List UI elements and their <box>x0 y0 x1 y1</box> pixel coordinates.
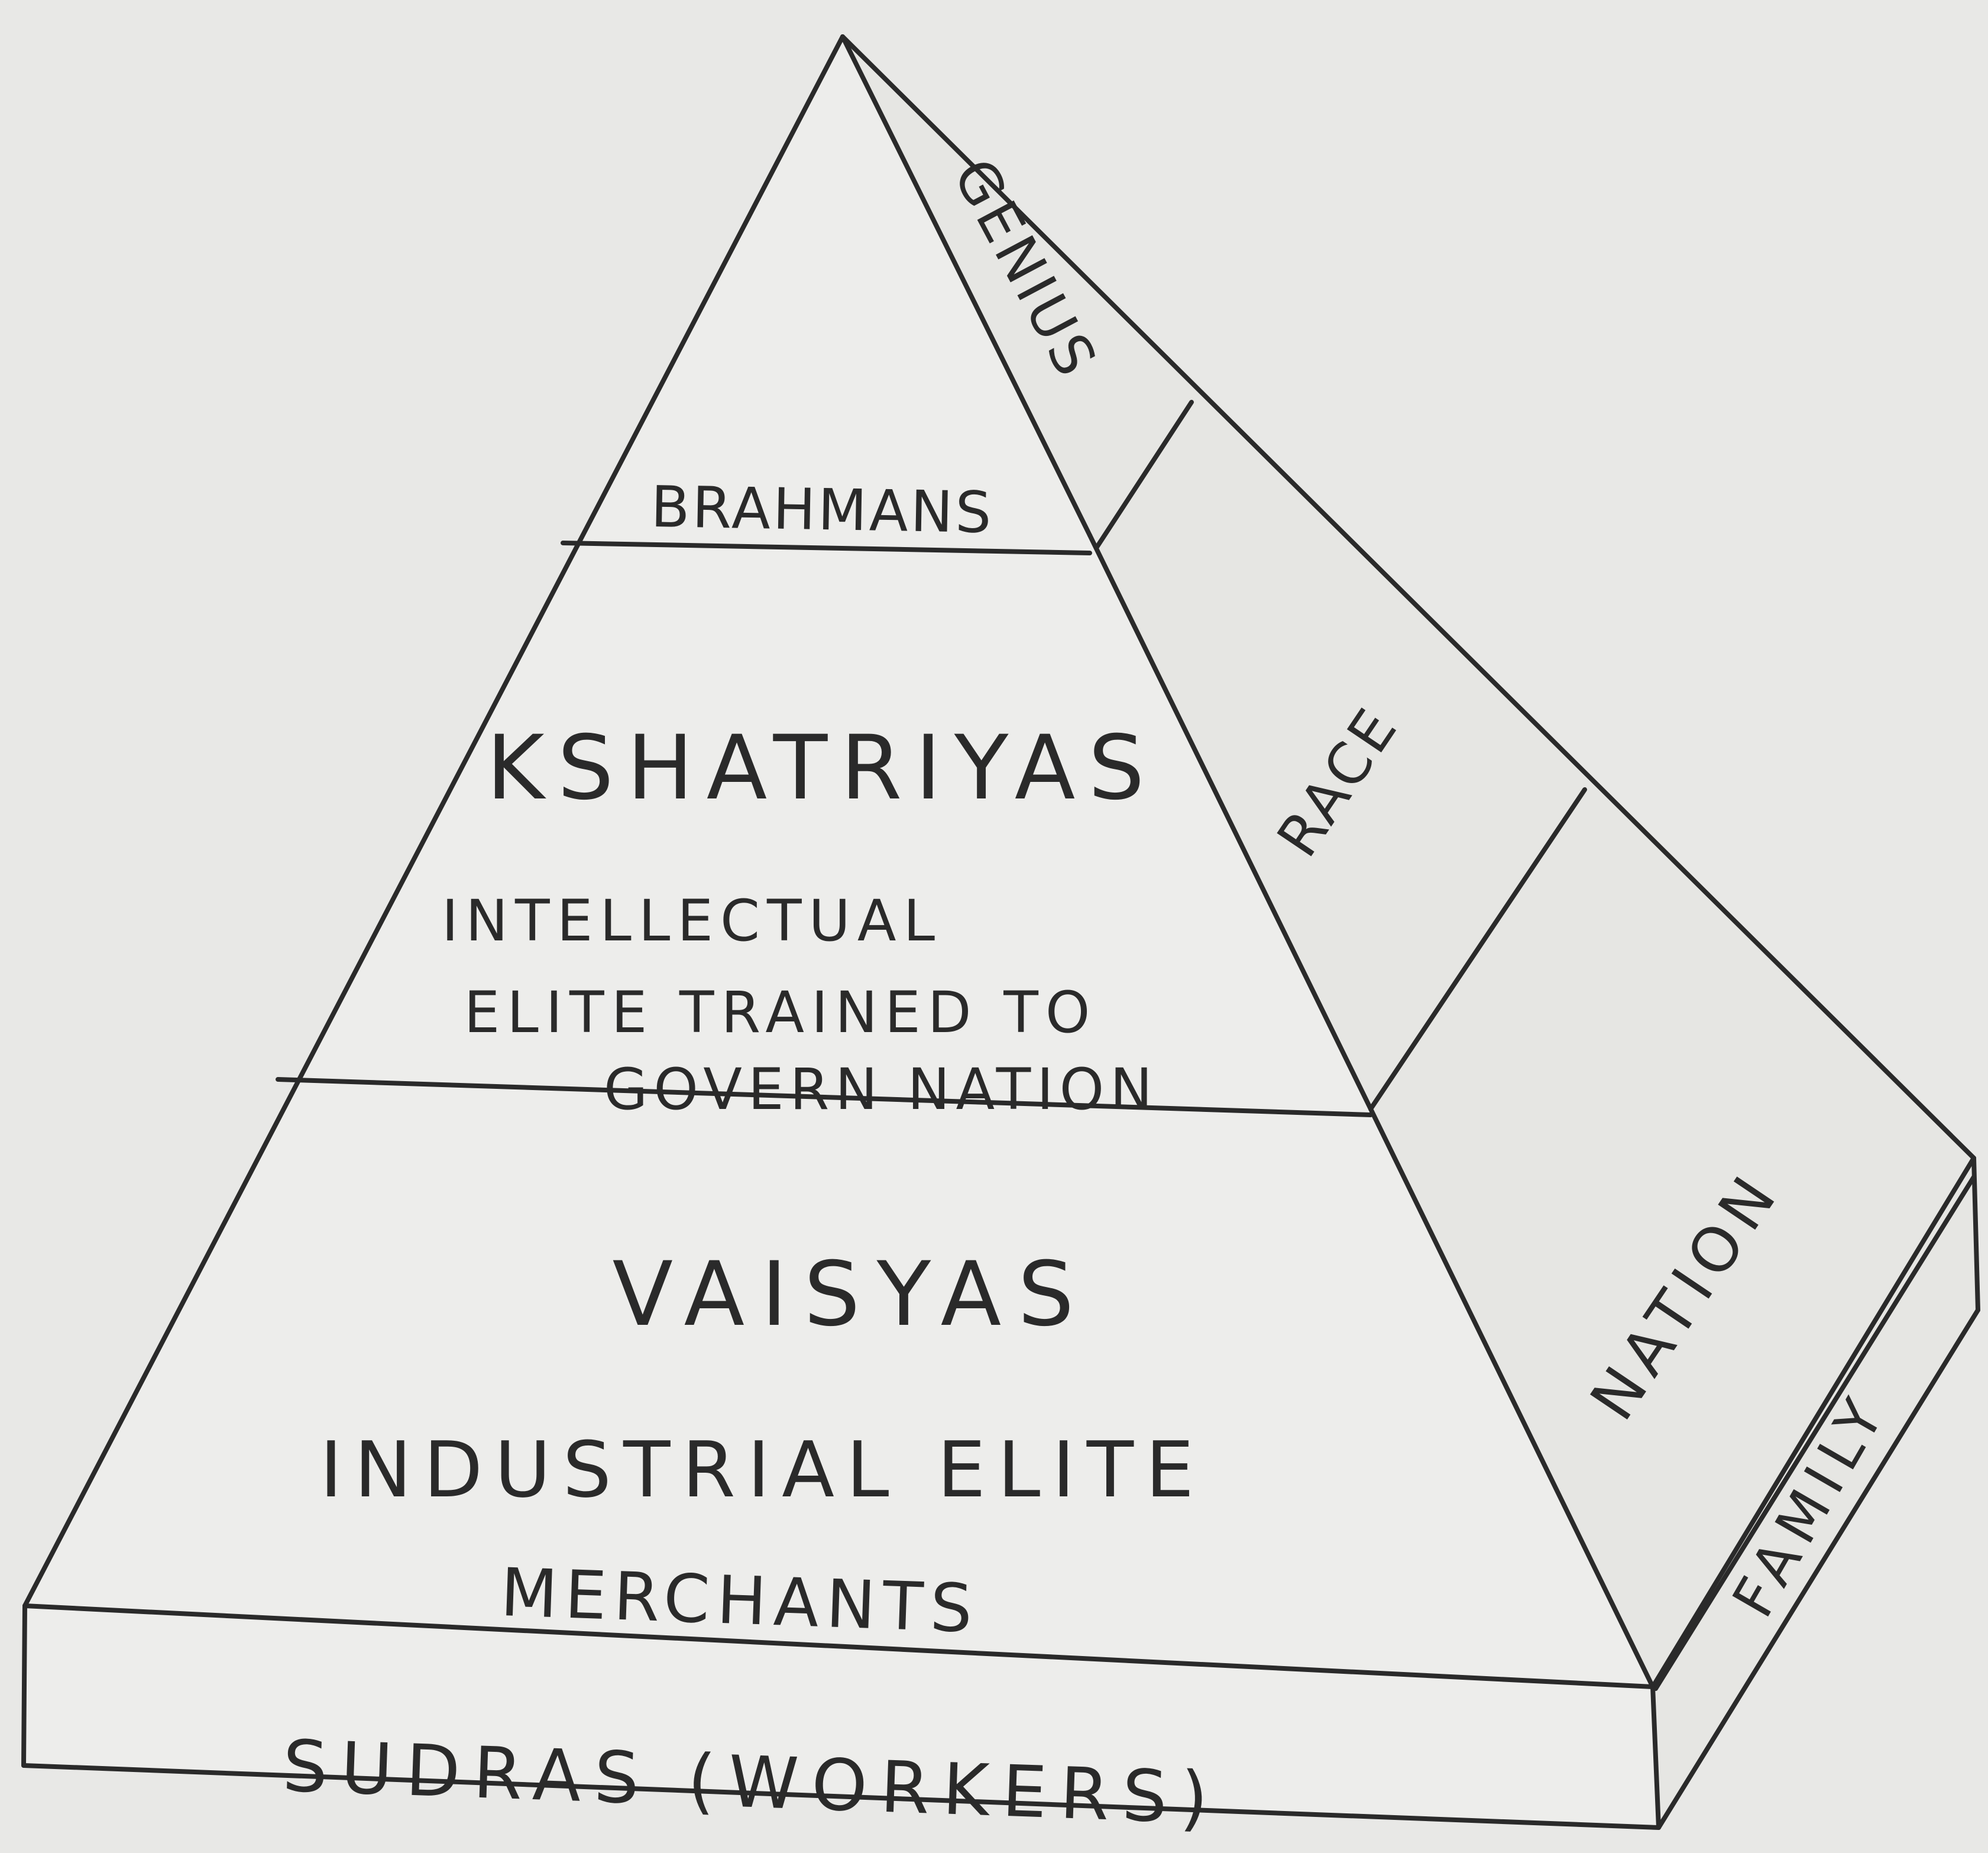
label-vaisyas-sub-2: MERCHANTS <box>499 1554 980 1648</box>
label-kshatriyas-sub-3: GOVERN NATION <box>604 1056 1158 1123</box>
divider-nation <box>1653 1175 1976 1691</box>
front-dividers <box>276 541 1373 1117</box>
label-kshatriyas-sub-1: INTELLECTUAL <box>442 888 942 954</box>
divider-kshatriyas <box>276 1077 1373 1117</box>
pyramid-outline <box>21 34 1980 1830</box>
label-brahmans: BRAHMANS <box>650 474 995 546</box>
divider-race <box>1368 787 1587 1111</box>
label-kshatriyas: KSHATRIYAS <box>486 717 1157 820</box>
side-dividers <box>1095 400 1976 1691</box>
pyramid-front-face <box>25 37 1653 1687</box>
label-kshatriyas-sub-2: ELITE TRAINED TO <box>464 979 1097 1046</box>
base-slab-front <box>24 1606 1659 1828</box>
divider-brahmans <box>561 541 1092 555</box>
base-slab-side <box>1653 1158 1978 1828</box>
divider-genius <box>1095 400 1194 549</box>
pyramid-side-face <box>843 37 1974 1687</box>
label-vaisyas-sub-1: INDUSTRIAL ELITE <box>320 1425 1206 1515</box>
label-vaisyas: VAISYAS <box>613 1243 1091 1346</box>
